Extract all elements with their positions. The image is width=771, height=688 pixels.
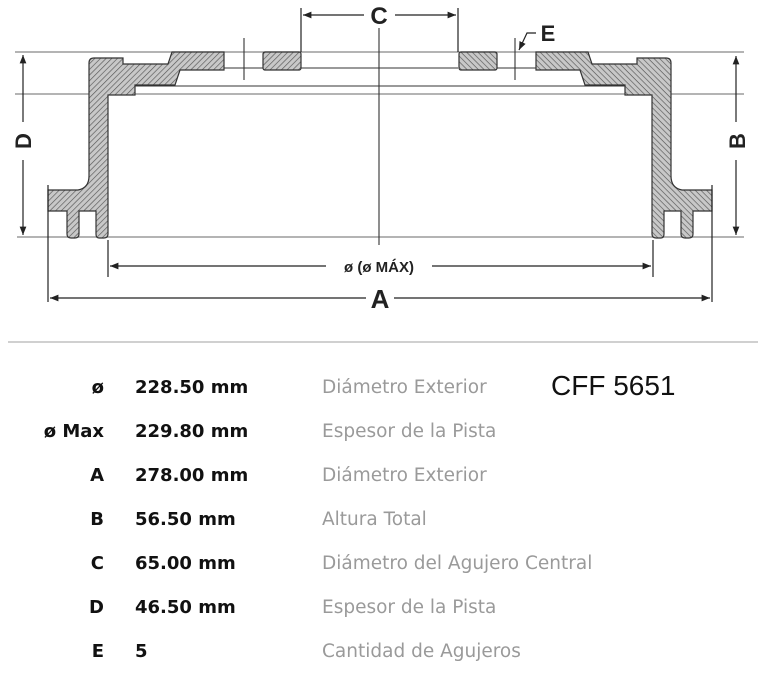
dim-label-d: D xyxy=(11,133,36,149)
spec-label: C xyxy=(90,553,104,574)
spec-description: Diámetro del Agujero Central xyxy=(322,553,593,574)
spec-label: D xyxy=(89,597,104,618)
spec-value: 228.50 mm xyxy=(135,377,249,398)
spec-row: A 278.00 mm Diámetro Exterior xyxy=(0,461,771,491)
drum-section-left xyxy=(47,51,302,239)
inner-lines xyxy=(135,28,625,245)
spec-value: 56.50 mm xyxy=(135,509,236,530)
brake-drum-cross-section-drawing: C E D B ø (ø MÁX) A xyxy=(11,3,750,314)
spec-row: C 65.00 mm Diámetro del Agujero Central xyxy=(0,549,771,579)
dim-label-e: E xyxy=(541,21,556,46)
part-code: CFF 5651 xyxy=(551,370,676,401)
spec-row: E 5 Cantidad de Agujeros xyxy=(0,637,771,667)
spec-label: B xyxy=(90,509,104,530)
dim-label-diameter: ø (ø MÁX) xyxy=(344,259,414,276)
spec-description: Cantidad de Agujeros xyxy=(322,641,521,662)
dim-label-a: A xyxy=(371,284,390,314)
drum-section-right xyxy=(458,51,713,239)
dim-label-c: C xyxy=(370,3,387,30)
spec-value: 5 xyxy=(135,641,148,662)
spec-row: ø 228.50 mm Diámetro Exterior xyxy=(0,373,771,403)
spec-value: 65.00 mm xyxy=(135,553,236,574)
spec-description: Diámetro Exterior xyxy=(322,377,487,398)
spec-row: ø Max 229.80 mm Espesor de la Pista xyxy=(0,417,771,447)
spec-label: A xyxy=(90,465,104,486)
spec-label: ø xyxy=(91,377,104,398)
spec-row: D 46.50 mm Espesor de la Pista xyxy=(0,593,771,623)
spec-value: 278.00 mm xyxy=(135,465,249,486)
spec-description: Espesor de la Pista xyxy=(322,597,497,618)
spec-description: Diámetro Exterior xyxy=(322,465,487,486)
spec-value: 46.50 mm xyxy=(135,597,236,618)
spec-label: E xyxy=(91,641,104,662)
dim-label-b: B xyxy=(725,133,750,149)
spec-description: Altura Total xyxy=(322,509,427,530)
dimension-lines xyxy=(19,8,740,302)
spec-description: Espesor de la Pista xyxy=(322,421,497,442)
spec-value: 229.80 mm xyxy=(135,421,249,442)
spec-row: B 56.50 mm Altura Total xyxy=(0,505,771,535)
divider xyxy=(8,341,758,343)
spec-label: ø Max xyxy=(43,421,104,442)
